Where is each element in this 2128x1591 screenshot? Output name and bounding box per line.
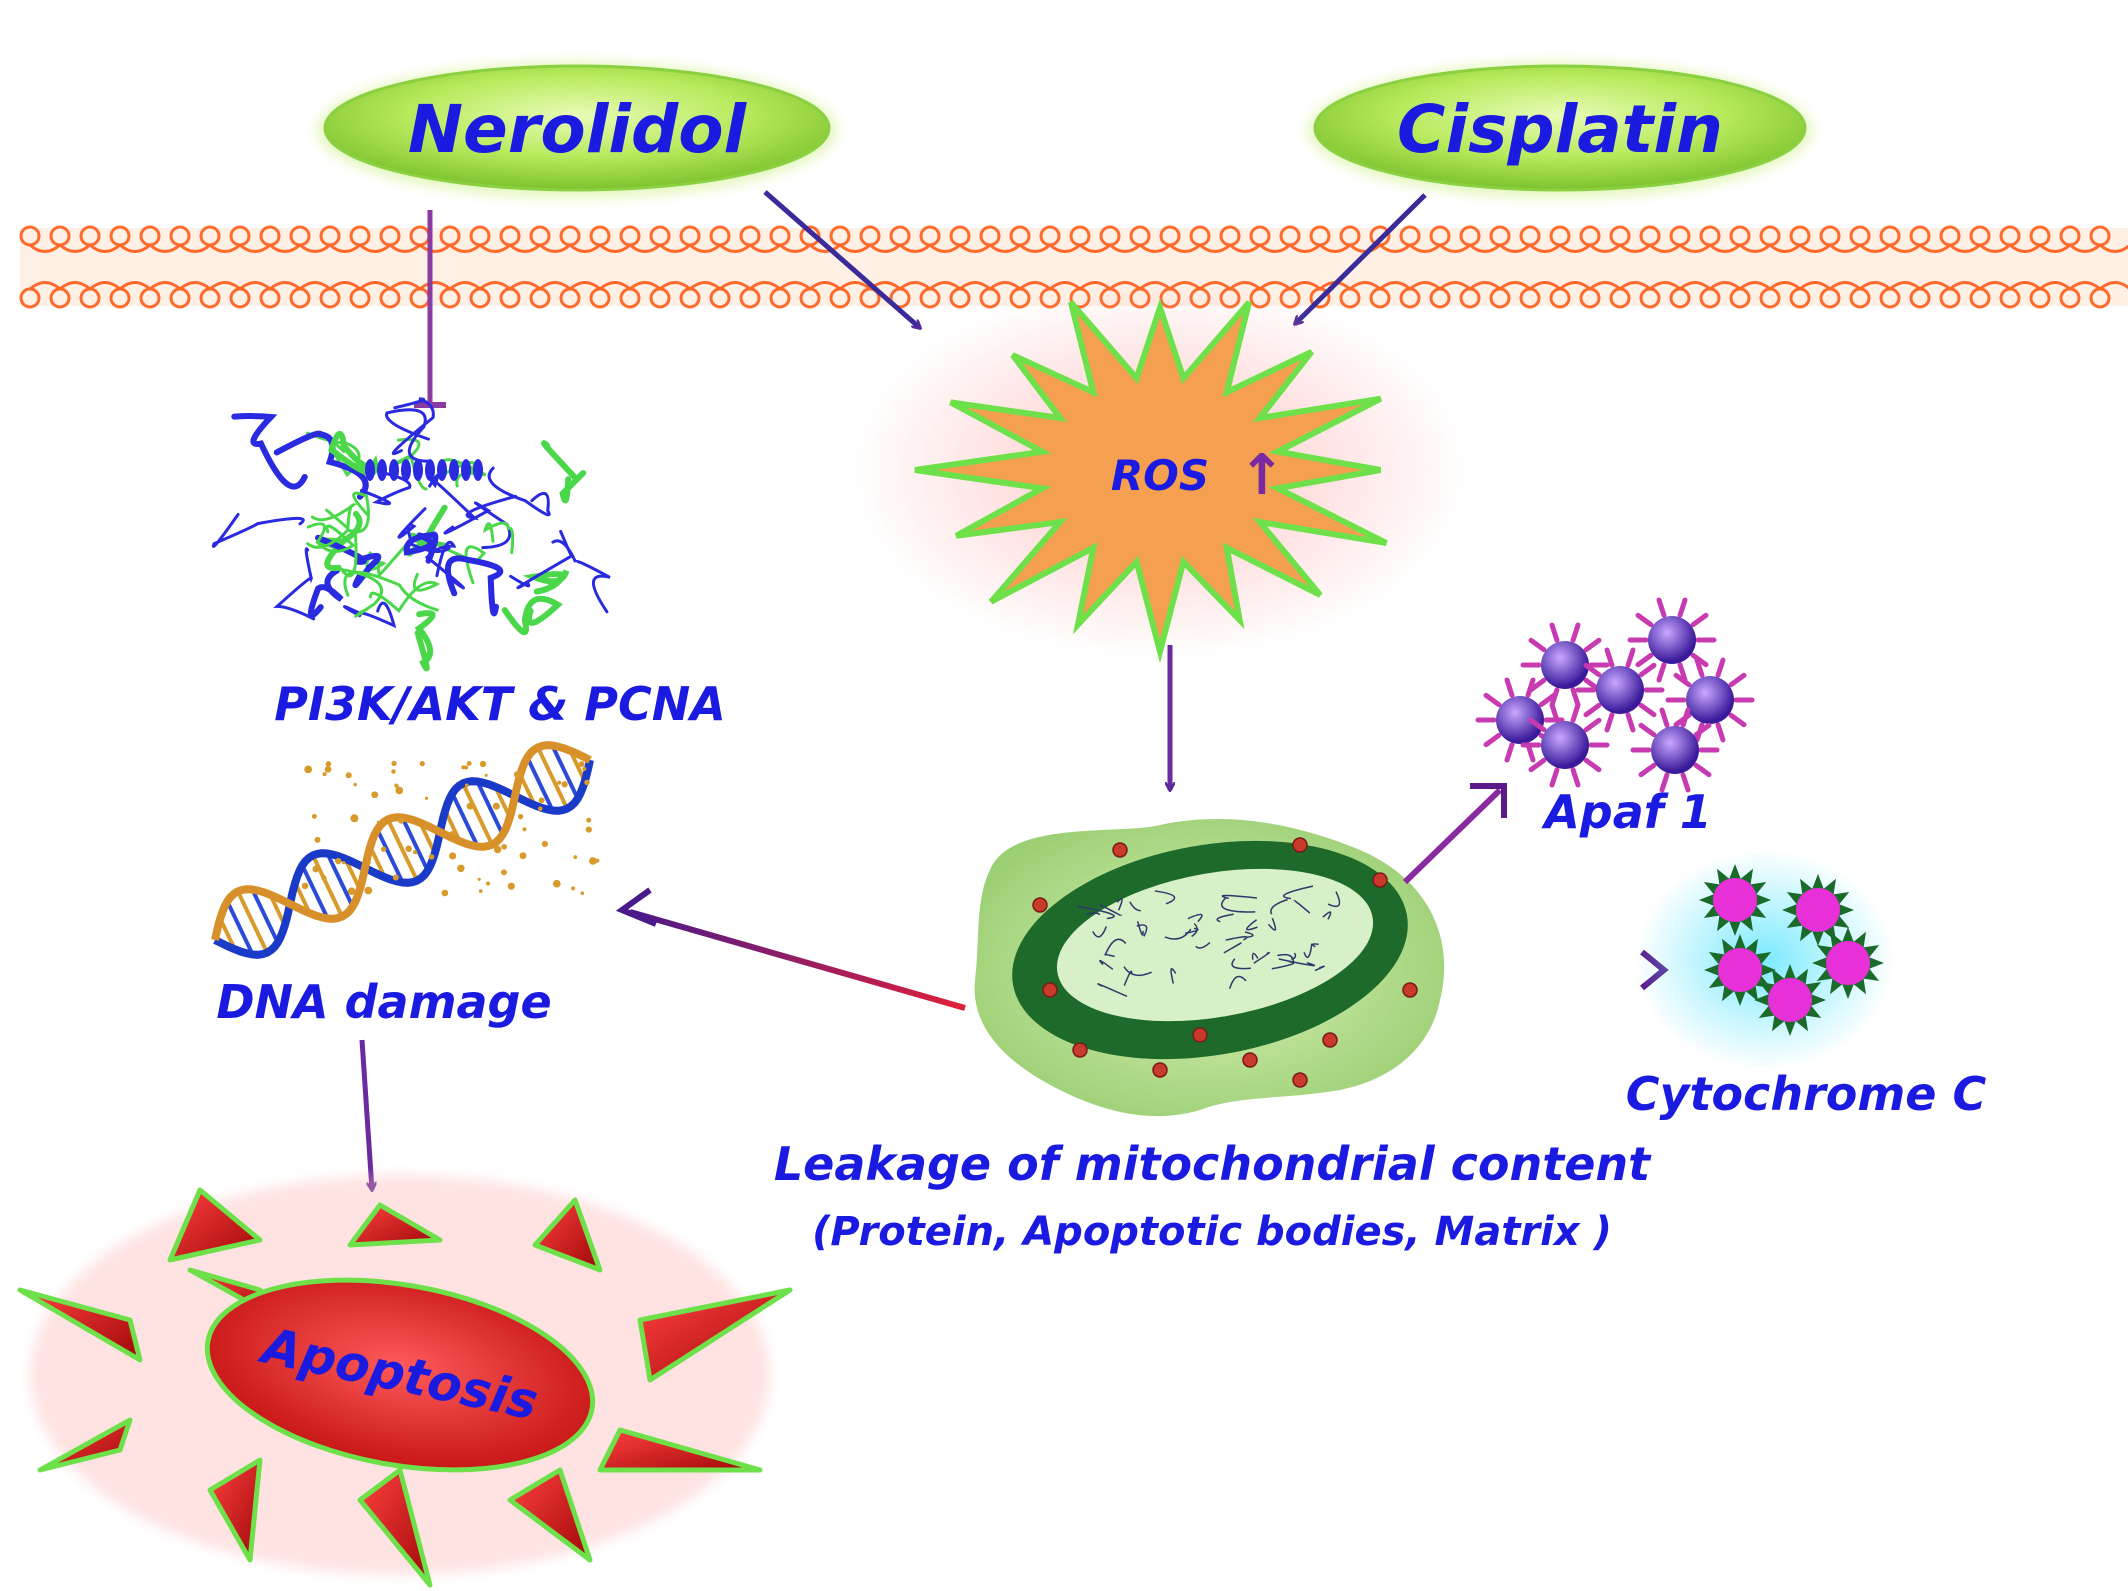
ros-label: ROS — [1111, 451, 1209, 500]
mitochondria-to-apaf1-arrow — [1402, 783, 1507, 885]
apaf1-label: Apaf 1 — [1541, 785, 1712, 839]
mitochondrion-icon — [974, 819, 1445, 1117]
cytochrome-c-cluster-icon — [1635, 850, 1895, 1070]
dna-damage-label: DNA damage — [216, 975, 551, 1029]
cisplatin-oval: Cisplatin — [1308, 62, 1812, 198]
cisplatin-to-ros-arrow — [1295, 193, 1427, 324]
mitochondria-to-dna-arrow — [615, 887, 966, 1011]
nerolidol-oval: Nerolidol — [317, 62, 837, 198]
apaf1-cluster-icon — [1475, 597, 1755, 793]
dna-helix-icon — [211, 741, 600, 959]
nerolidol-label: Nerolidol — [408, 91, 748, 168]
cisplatin-label: Cisplatin — [1397, 91, 1723, 168]
dna-to-apoptosis-arrow — [359, 1039, 372, 1190]
leakage-detail: (Protein, Apoptotic bodies, Matrix ) — [812, 1209, 1612, 1255]
apoptosis-burst: Apoptosis — [17, 1175, 793, 1588]
leakage-title: Leakage of mitochondrial content — [774, 1137, 1652, 1191]
cytochrome-c-label: Cytochrome C — [1626, 1067, 1987, 1121]
nerolidol-to-ros-arrow — [763, 190, 920, 328]
ros-burst: ROS ↑ — [850, 280, 1470, 664]
ros-up-arrow: ↑ — [1239, 443, 1286, 508]
pi3k-label: PI3K/AKT & PCNA — [274, 677, 726, 731]
protein-structure-icon — [211, 397, 611, 672]
